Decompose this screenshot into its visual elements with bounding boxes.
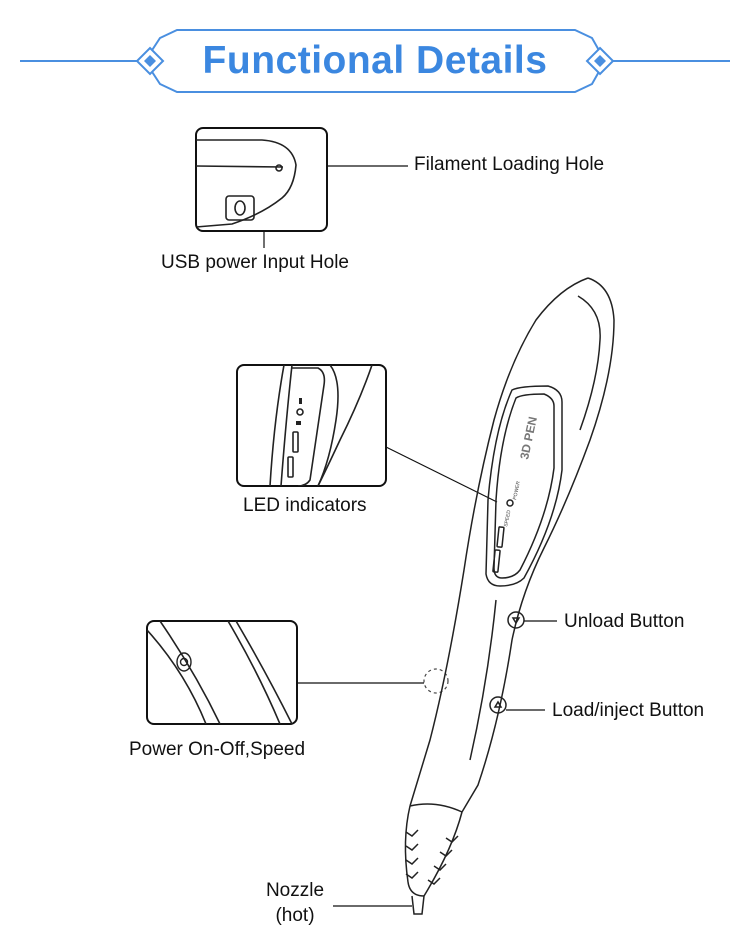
label-load-inject-button: Load/inject Button (552, 700, 705, 721)
power-location-marker (423, 668, 449, 694)
diamond-icon-right (585, 46, 615, 76)
pen-brand-text: 3D PEN (517, 415, 540, 460)
leader-led (385, 446, 498, 503)
label-nozzle-hot: (hot) (275, 905, 315, 926)
pen-body (404, 277, 615, 915)
label-nozzle: Nozzle (265, 880, 325, 901)
label-unload-button: Unload Button (564, 611, 685, 632)
page-title: Functional Details (202, 39, 548, 82)
unload-button-shape (507, 611, 525, 629)
inset-power-button (146, 620, 298, 725)
diamond-icon-left (135, 46, 165, 76)
label-led-indicators: LED indicators (243, 495, 367, 516)
load-button-shape (489, 696, 507, 714)
power-led (506, 499, 514, 507)
pen-power-marker: POWER (512, 480, 522, 500)
inset-led-indicators (236, 364, 387, 487)
header-line-left (20, 60, 138, 62)
label-filament-loading-hole: Filament Loading Hole (414, 154, 605, 175)
header-line-right (612, 60, 730, 62)
power-icon (176, 652, 192, 672)
label-power-on-off-speed: Power On-Off,Speed (129, 739, 306, 760)
inset-back-end (195, 127, 328, 232)
pen-speed-marker: SPEED (503, 509, 512, 527)
label-usb-power-input-hole: USB power Input Hole (161, 252, 349, 273)
